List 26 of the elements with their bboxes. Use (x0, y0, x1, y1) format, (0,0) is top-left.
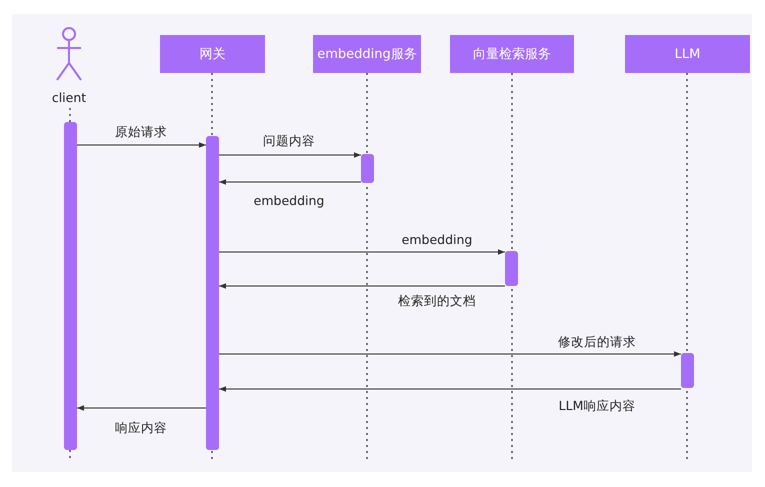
participant-box: LLM (625, 35, 750, 73)
activation-bar (361, 154, 374, 183)
activation-bar (681, 353, 694, 388)
message-label: 原始请求 (115, 124, 167, 141)
activation-bar (206, 136, 219, 450)
message-arrow (218, 283, 506, 289)
activation-bar (505, 251, 518, 286)
message-label: embedding (402, 232, 472, 247)
message-label: 响应内容 (115, 420, 167, 437)
message-arrow (218, 351, 682, 357)
participant-box: 网关 (160, 35, 265, 73)
message-arrow (218, 152, 362, 158)
message-arrow (76, 142, 206, 148)
message-label: 问题内容 (263, 133, 315, 150)
message-arrow (76, 405, 206, 411)
actor-label: client (50, 90, 88, 105)
message-arrow (218, 386, 682, 392)
participant-box: 向量检索服务 (450, 35, 574, 73)
message-label: 修改后的请求 (558, 334, 636, 351)
message-arrow (218, 179, 362, 185)
message-arrow (218, 249, 506, 255)
message-label: embedding (254, 193, 324, 208)
message-label: 检索到的文档 (398, 293, 476, 310)
participant-box: embedding服务 (313, 35, 421, 73)
activation-bar (64, 122, 77, 450)
message-label: LLM响应内容 (558, 398, 636, 415)
